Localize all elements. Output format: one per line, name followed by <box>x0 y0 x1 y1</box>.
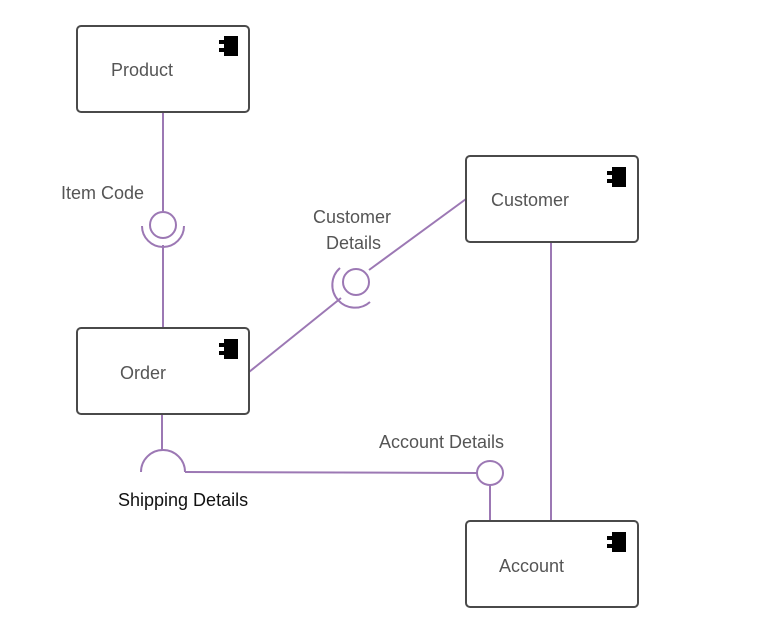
component-account[interactable]: Account <box>465 520 639 608</box>
account-details-label: Account Details <box>379 432 504 452</box>
component-product-label: Product <box>111 60 173 80</box>
component-order-label: Order <box>120 363 166 383</box>
shipping-account-details-connector <box>184 471 478 474</box>
customer-details-socket <box>331 267 371 309</box>
component-customer-label: Customer <box>491 190 569 210</box>
shipping-details-label: Shipping Details <box>118 490 248 510</box>
customer-details-label-line2: Details <box>326 233 381 253</box>
order-customer-details-connector <box>248 297 342 373</box>
customer-details-ball <box>342 268 370 296</box>
shipping-details-socket <box>140 449 186 473</box>
component-product[interactable]: Product <box>76 25 250 113</box>
component-account-label: Account <box>499 556 564 576</box>
customer-details-customer-connector <box>368 198 467 271</box>
item-code-label: Item Code <box>61 183 144 203</box>
component-order[interactable]: Order <box>76 327 250 415</box>
account-details-ball <box>476 460 504 486</box>
item-code-socket <box>141 225 185 248</box>
item-code-ball <box>149 211 177 239</box>
customer-details-label-line1: Customer <box>313 207 391 227</box>
component-customer[interactable]: Customer <box>465 155 639 243</box>
